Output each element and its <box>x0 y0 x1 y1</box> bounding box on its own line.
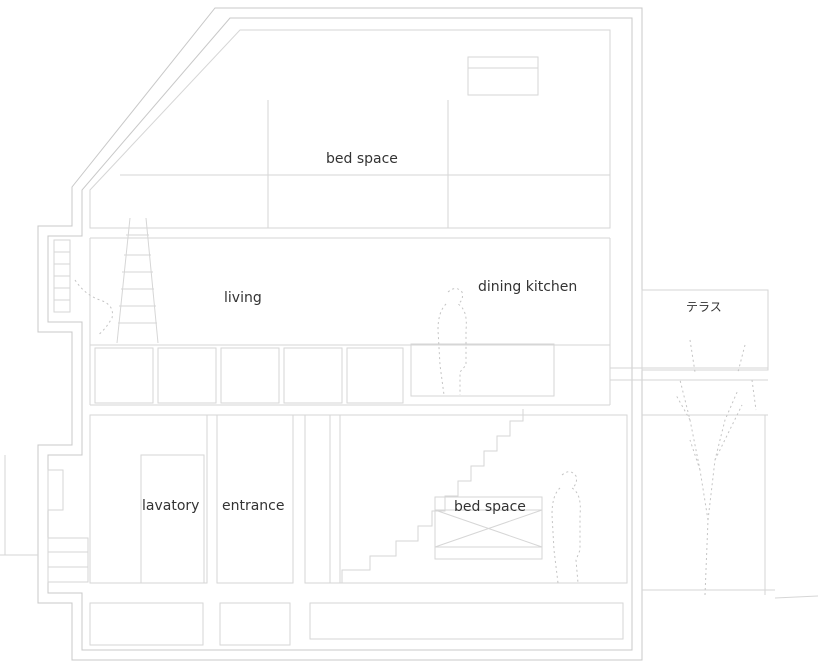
upper-floor <box>90 56 610 239</box>
label-living: living <box>224 290 262 306</box>
label-bed-space-upper: bed space <box>326 151 398 167</box>
label-bed-space-lower: bed space <box>454 499 526 515</box>
staircase <box>341 409 524 583</box>
ladder <box>116 217 159 344</box>
label-lavatory: lavatory <box>142 498 199 514</box>
kitchen-counter <box>410 343 555 397</box>
skylight <box>467 56 539 96</box>
terrace <box>0 289 818 599</box>
middle-floor <box>53 217 611 416</box>
label-terrace: テラス <box>686 300 722 314</box>
label-entrance: entrance <box>222 498 285 514</box>
label-dining-kitchen: dining kitchen <box>478 279 577 295</box>
lower-floor <box>47 409 628 646</box>
